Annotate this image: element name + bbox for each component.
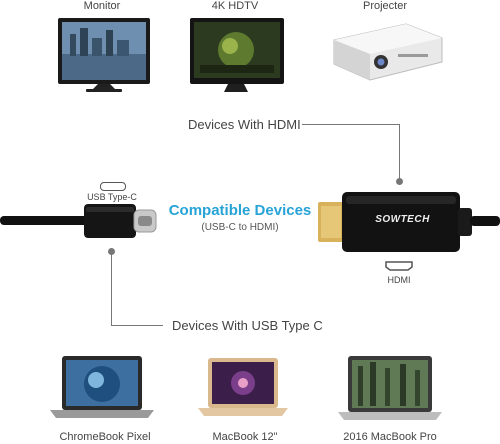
macbook-pro-label: 2016 MacBook Pro — [343, 431, 437, 443]
macbook-12-image — [198, 358, 288, 416]
hdmi-callout-dot — [396, 178, 403, 185]
monitor-label: Monitor — [83, 0, 121, 12]
hdmi-devices-callout: Devices With HDMI — [188, 117, 301, 132]
compatible-devices-subtitle: (USB-C to HDMI) — [201, 222, 279, 233]
hdtv-label: 4K HDTV — [211, 0, 259, 12]
usbc-connector — [84, 204, 157, 238]
usbc-callout-line-vertical — [111, 252, 112, 326]
usbc-devices-callout: Devices With USB Type C — [172, 318, 323, 333]
projector-label: Projecter — [362, 0, 408, 12]
cable-art — [0, 192, 500, 252]
hdmi-connector — [318, 192, 500, 252]
macbook-pro-image — [338, 356, 442, 420]
top-devices-art — [58, 18, 443, 92]
hdmi-port-label: HDMI — [387, 275, 411, 285]
hdmi-callout-line — [302, 124, 400, 125]
hdmi-port-icon — [385, 261, 413, 271]
chromebook-pixel-image — [50, 356, 154, 418]
hdtv-image — [190, 18, 284, 92]
chromebook-pixel-label: ChromeBook Pixel — [59, 431, 151, 443]
brand-logo: SOWTECH — [375, 214, 430, 225]
macbook-12-label: MacBook 12" — [212, 431, 278, 443]
usbc-port-label: USB Type-C — [87, 192, 137, 202]
usbc-port-icon — [100, 182, 126, 191]
monitor-image — [58, 18, 150, 92]
usbc-callout-dot — [108, 248, 115, 255]
usbc-callout-line — [111, 325, 163, 326]
hdmi-callout-line-vertical — [399, 124, 400, 180]
compatible-devices-title: Compatible Devices — [168, 202, 312, 219]
projector-image — [333, 23, 443, 81]
bottom-devices-art — [50, 356, 442, 420]
